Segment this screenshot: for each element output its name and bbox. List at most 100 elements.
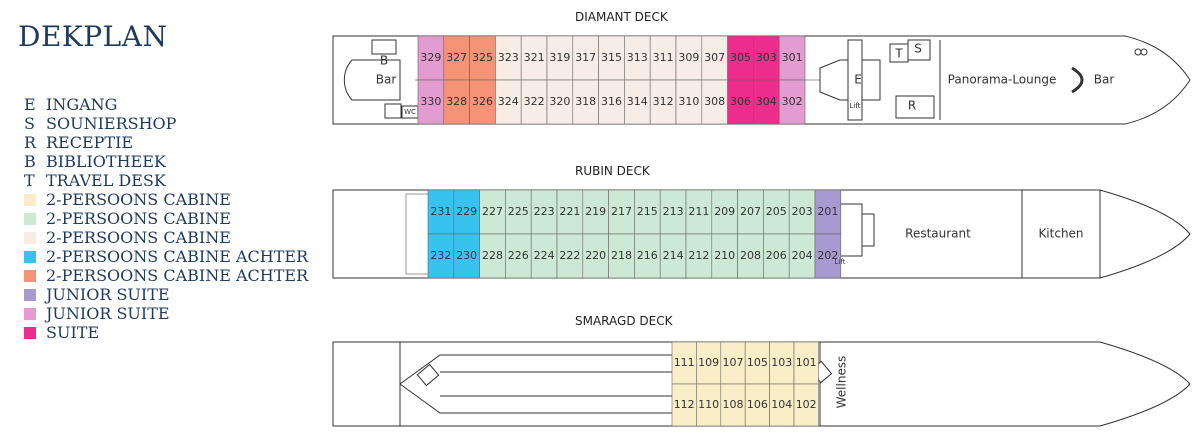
cabin-207[interactable]	[737, 189, 764, 235]
cabin-number-217: 217	[611, 205, 632, 218]
legend-swatch	[24, 288, 36, 301]
cabin-number-102: 102	[796, 398, 817, 411]
cabin-224[interactable]	[530, 233, 558, 279]
cabin-109[interactable]	[696, 341, 722, 385]
legend-color-3: 2-PERSOONS CABINE ACHTER	[24, 247, 308, 266]
cabin-number-112: 112	[674, 398, 695, 411]
cabin-328[interactable]	[443, 79, 470, 125]
cabin-number-224: 224	[534, 249, 555, 262]
cabin-number-223: 223	[534, 205, 555, 218]
legend-color-4: 2-PERSOONS CABINE ACHTER	[24, 266, 308, 285]
cabin-219[interactable]	[582, 189, 609, 235]
cabin-number-227: 227	[482, 205, 503, 218]
cabin-209[interactable]	[711, 189, 738, 235]
cabin-314[interactable]	[624, 79, 651, 125]
cabin-227[interactable]	[479, 189, 506, 235]
cabin-number-202: 202	[817, 249, 838, 262]
cabin-211[interactable]	[685, 189, 713, 235]
cabin-number-222: 222	[559, 249, 580, 262]
cabin-303[interactable]	[753, 35, 780, 81]
cabin-232[interactable]	[427, 233, 455, 279]
cabin-number-101: 101	[796, 356, 817, 369]
legend-swatch	[24, 269, 36, 282]
cabin-208[interactable]	[737, 233, 764, 279]
cabin-222[interactable]	[556, 233, 584, 279]
cabin-110[interactable]	[696, 383, 722, 427]
cabin-308[interactable]	[701, 79, 728, 125]
cabin-231[interactable]	[427, 189, 455, 235]
cabin-number-220: 220	[585, 249, 606, 262]
cabin-302[interactable]	[778, 79, 806, 125]
legend-swatch	[24, 326, 36, 339]
cabin-311[interactable]	[649, 35, 677, 81]
cabin-number-313: 313	[627, 51, 648, 64]
cabin-316[interactable]	[598, 79, 625, 125]
cabin-329[interactable]	[417, 35, 445, 81]
cabin-106[interactable]	[744, 383, 770, 427]
cabin-325[interactable]	[469, 35, 496, 81]
cabin-327[interactable]	[443, 35, 470, 81]
cabin-215[interactable]	[634, 189, 661, 235]
cabin-number-210: 210	[714, 249, 735, 262]
cabin-202[interactable]	[814, 233, 842, 279]
cabin-number-231: 231	[430, 205, 451, 218]
legend-color-label: 2-PERSOONS CABINE	[46, 190, 231, 209]
cabin-206[interactable]	[763, 233, 790, 279]
cabin-number-314: 314	[627, 95, 648, 108]
cabin-312[interactable]	[649, 79, 677, 125]
cabin-315[interactable]	[598, 35, 625, 81]
cabin-323[interactable]	[495, 35, 522, 81]
cabin-105[interactable]	[744, 341, 770, 385]
cabin-226[interactable]	[505, 233, 532, 279]
cabin-number-108: 108	[723, 398, 744, 411]
cabin-number-207: 207	[740, 205, 761, 218]
cabin-214[interactable]	[659, 233, 687, 279]
kitchen-label: Kitchen	[1038, 227, 1083, 241]
cabin-225[interactable]	[505, 189, 532, 235]
cabin-216[interactable]	[634, 233, 661, 279]
cabin-number-319: 319	[549, 51, 570, 64]
entrance-label: E	[854, 73, 862, 87]
cabin-210[interactable]	[711, 233, 738, 279]
cabin-310[interactable]	[675, 79, 703, 125]
cabin-108[interactable]	[720, 383, 746, 427]
cabin-204[interactable]	[788, 233, 816, 279]
cabin-322[interactable]	[520, 79, 548, 125]
cabin-number-106: 106	[747, 398, 768, 411]
cabin-101[interactable]	[793, 341, 819, 385]
cabin-230[interactable]	[453, 233, 480, 279]
cabin-321[interactable]	[520, 35, 548, 81]
cabin-201[interactable]	[814, 189, 842, 235]
cabin-217[interactable]	[608, 189, 635, 235]
cabin-304[interactable]	[753, 79, 780, 125]
cabin-number-107: 107	[723, 356, 744, 369]
cabin-number-315: 315	[601, 51, 622, 64]
cabin-number-232: 232	[430, 249, 451, 262]
cabin-112[interactable]	[671, 383, 697, 427]
legend-color-label: 2-PERSOONS CABINE ACHTER	[46, 247, 309, 266]
cabin-223[interactable]	[530, 189, 558, 235]
cabin-number-105: 105	[747, 356, 768, 369]
legend-color-0: 2-PERSOONS CABINE	[24, 190, 308, 209]
cabin-205[interactable]	[763, 189, 790, 235]
cabin-number-307: 307	[704, 51, 725, 64]
cabin-326[interactable]	[469, 79, 496, 125]
legend-letter-key: E	[24, 95, 36, 114]
cabin-104[interactable]	[769, 383, 795, 427]
cabin-301[interactable]	[778, 35, 806, 81]
cabin-318[interactable]	[572, 79, 599, 125]
cabin-107[interactable]	[720, 341, 746, 385]
cabin-number-213: 213	[663, 205, 684, 218]
cabin-330[interactable]	[417, 79, 445, 125]
cabin-number-228: 228	[482, 249, 503, 262]
cabin-306[interactable]	[727, 79, 754, 125]
legend-letter-key: S	[24, 114, 35, 133]
cabin-number-327: 327	[446, 51, 467, 64]
cabin-103[interactable]	[769, 341, 795, 385]
legend-color-label: 2-PERSOONS CABINE	[46, 209, 231, 228]
cabin-313[interactable]	[624, 35, 651, 81]
cabin-number-204: 204	[792, 249, 813, 262]
legend-letter-label: INGANG	[46, 95, 118, 114]
cabin-212[interactable]	[685, 233, 713, 279]
cabin-102[interactable]	[793, 383, 819, 427]
